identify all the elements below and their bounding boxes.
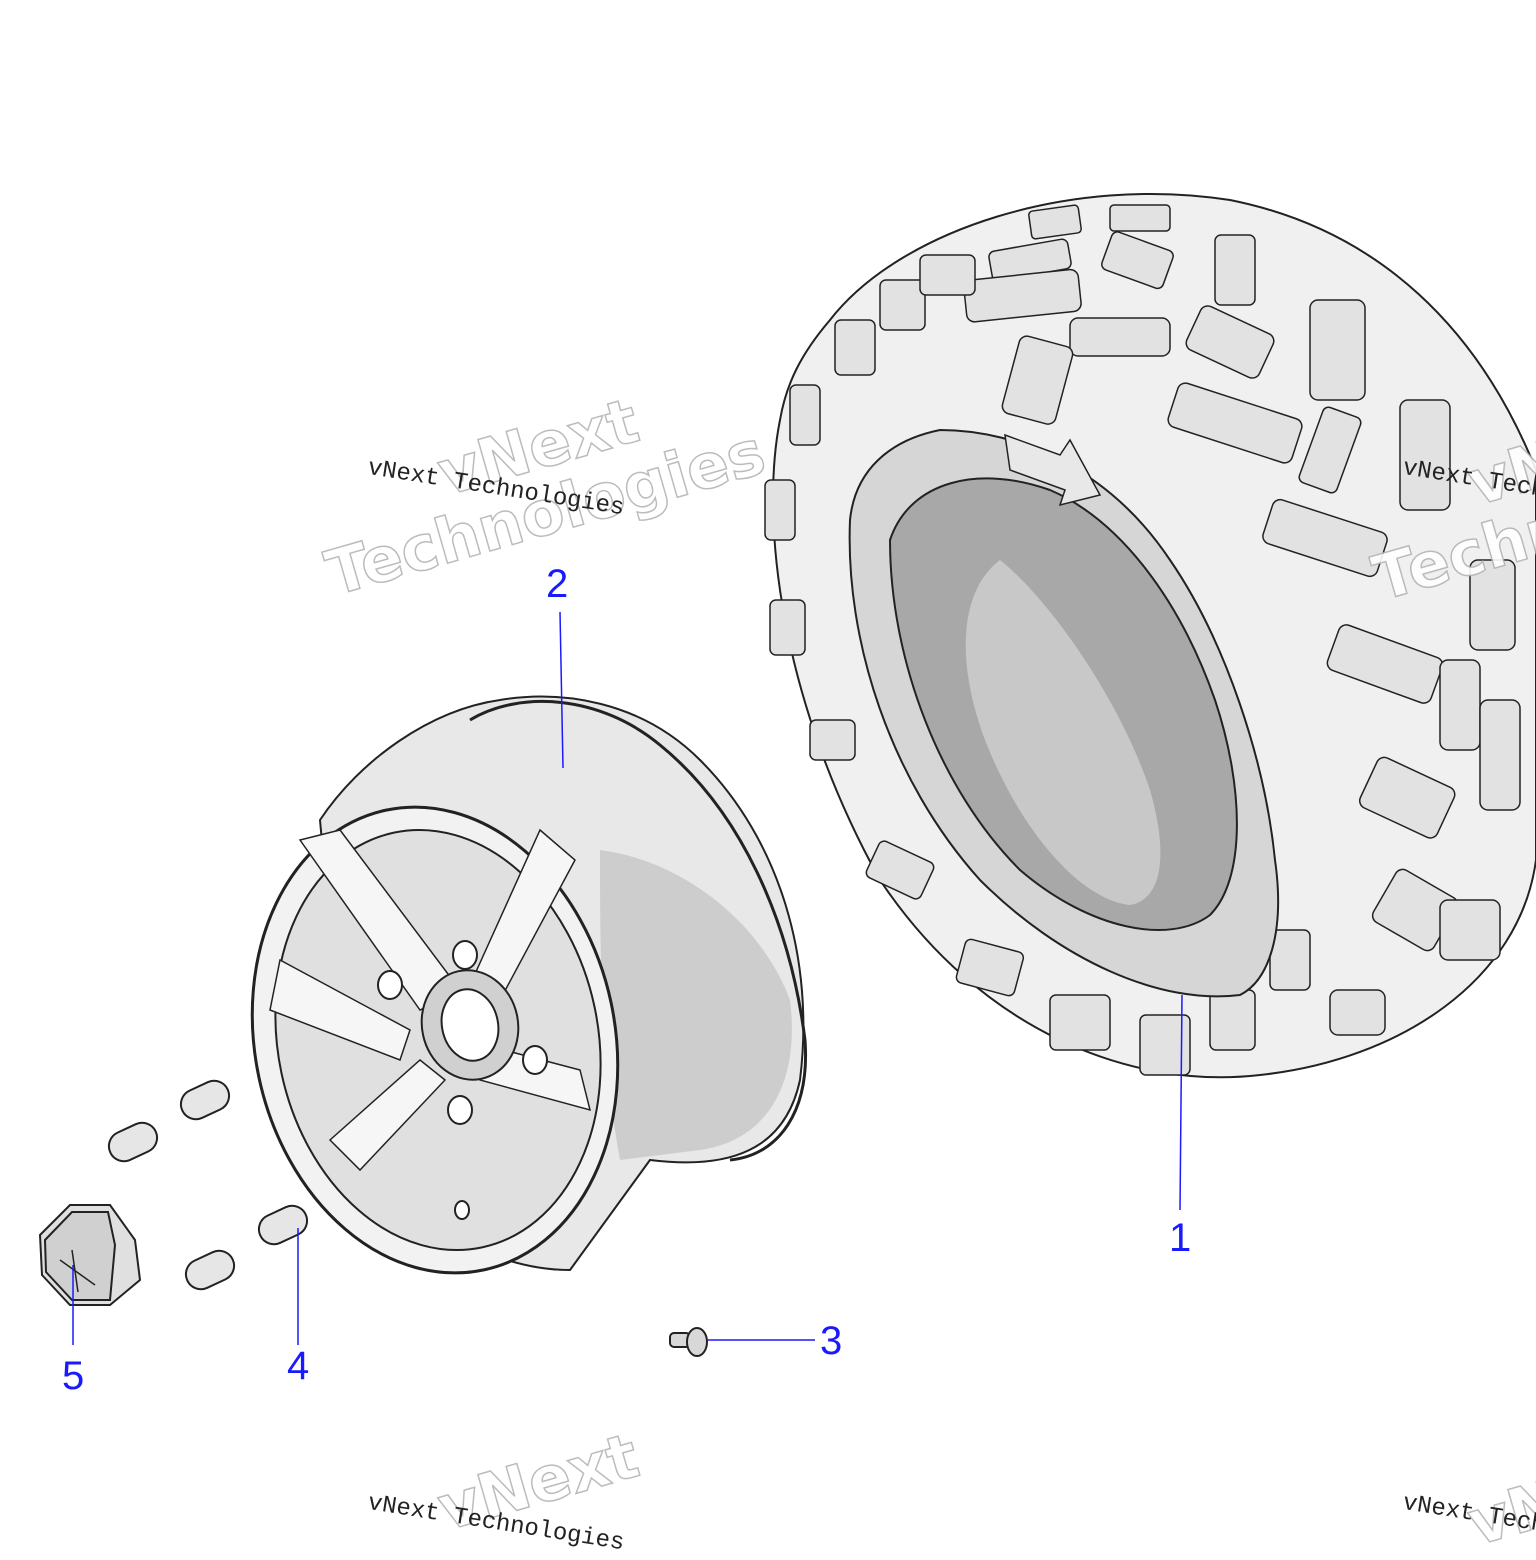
wheel-spokes bbox=[269, 828, 592, 1172]
wheel-barrel-shade bbox=[600, 850, 792, 1160]
leader-line-1 bbox=[1179, 994, 1183, 1211]
tire bbox=[764, 193, 1536, 1079]
wheel bbox=[250, 695, 808, 1275]
hub-cap bbox=[38, 1204, 142, 1306]
valve-stem bbox=[669, 1327, 708, 1357]
wheel-lug-hole-2 bbox=[452, 940, 478, 970]
wheel-lug-hole-1 bbox=[377, 970, 403, 1000]
wheel-rear-rim bbox=[469, 699, 808, 1162]
tire-tread-lugs bbox=[764, 204, 1521, 1076]
callout-4: 4 bbox=[287, 1344, 310, 1388]
callout-2: 2 bbox=[546, 562, 569, 606]
callout-1: 1 bbox=[1169, 1216, 1192, 1260]
callout-3: 3 bbox=[820, 1319, 843, 1363]
lug-nut-3 bbox=[257, 1204, 309, 1246]
lug-nuts bbox=[107, 1079, 309, 1291]
leader-line-2 bbox=[559, 611, 564, 769]
wheel-lug-hole-4 bbox=[447, 1095, 473, 1125]
lug-nut-1 bbox=[179, 1079, 231, 1121]
tire-rotation-arrow bbox=[1004, 433, 1102, 507]
lug-nut-4 bbox=[184, 1249, 236, 1291]
callout-5: 5 bbox=[62, 1354, 85, 1398]
leader-lines bbox=[72, 611, 1183, 1345]
wheel-center-bore bbox=[440, 988, 500, 1062]
wheel-valve-hole bbox=[454, 1200, 470, 1220]
tire-inner-highlight bbox=[965, 560, 1161, 905]
wheel-lug-hole-3 bbox=[522, 1045, 548, 1075]
lug-nut-2 bbox=[107, 1121, 159, 1163]
